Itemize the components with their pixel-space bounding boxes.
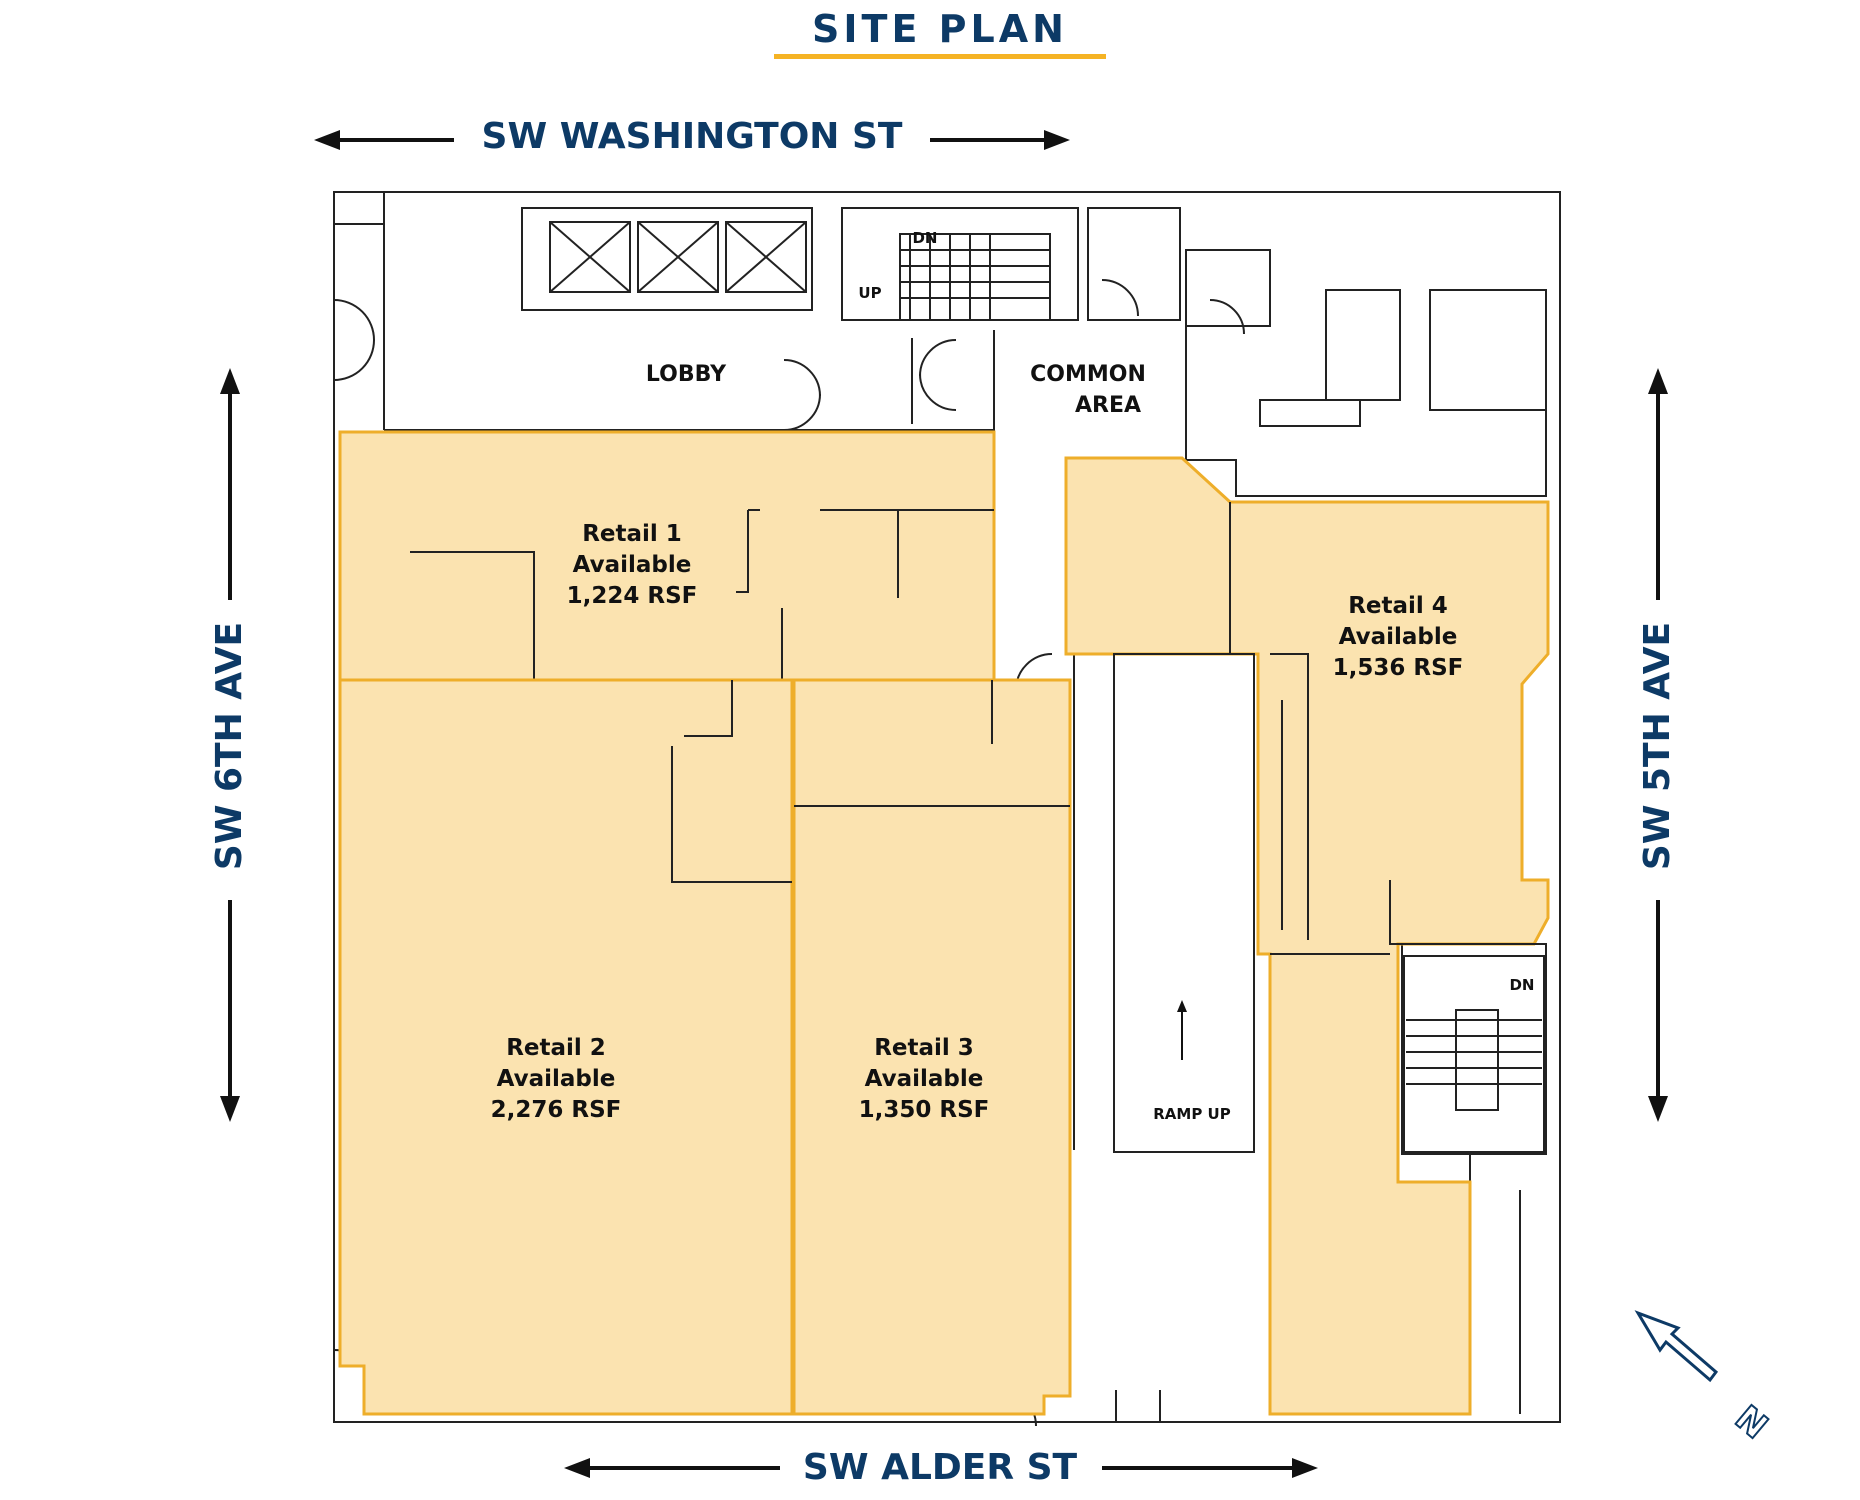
suite-name: Retail 4 [1348, 593, 1448, 619]
arrow-up-icon [220, 368, 240, 600]
suite-status: Available [865, 1066, 984, 1092]
suite-retail-1[interactable]: Retail 1 Available 1,224 RSF [338, 430, 996, 682]
arrow-up-icon [1177, 1000, 1187, 1012]
street-label-6th: SW 6TH AVE [209, 622, 250, 870]
common-area-label-2: AREA [1075, 393, 1141, 418]
compass-n: N [1729, 1396, 1777, 1445]
page-title: SITE PLAN [812, 7, 1068, 51]
arrow-up-icon [1648, 368, 1668, 600]
ramp-label: RAMP UP [1153, 1105, 1230, 1123]
street-label-alder: SW ALDER ST [803, 1447, 1078, 1488]
suite-retail-2[interactable]: Retail 2 Available 2,276 RSF [338, 678, 794, 1416]
arrow-left-icon [564, 1458, 780, 1478]
suite-area: 1,224 RSF [567, 583, 698, 609]
parking-ramp: RAMP UP [1113, 653, 1255, 1153]
suite-retail-4[interactable]: Retail 4 Available 1,536 RSF [1064, 456, 1550, 1416]
arrow-left-icon [314, 130, 454, 150]
street-east: SW 5TH AVE [1637, 368, 1678, 1122]
lobby-label: LOBBY [646, 362, 727, 387]
suite-retail-3[interactable]: Retail 3 Available 1,350 RSF [792, 678, 1072, 1416]
arrow-right-icon [930, 130, 1070, 150]
north-arrow-icon: N [1634, 1310, 1778, 1446]
stair-dn-label: DN [912, 229, 937, 247]
street-south: SW ALDER ST [564, 1447, 1318, 1488]
suite-area: 2,276 RSF [491, 1097, 622, 1123]
street-label-washington: SW WASHINGTON ST [482, 116, 903, 157]
stair-east: DN [1403, 955, 1545, 1153]
arrow-down-icon [1648, 900, 1668, 1122]
stair-dn-label: DN [1509, 976, 1534, 994]
suite-status: Available [1339, 624, 1458, 650]
street-west: SW 6TH AVE [209, 368, 250, 1122]
arrow-down-icon [220, 900, 240, 1122]
street-label-5th: SW 5TH AVE [1637, 622, 1678, 870]
common-area-label-1: COMMON [1030, 362, 1146, 387]
suite-area: 1,350 RSF [859, 1097, 990, 1123]
street-north: SW WASHINGTON ST [314, 116, 1070, 157]
stair-north: DN UP [858, 229, 1051, 424]
suite-area: 1,536 RSF [1333, 655, 1464, 681]
suite-status: Available [573, 552, 692, 578]
elevators [549, 221, 807, 293]
stair-up-label: UP [858, 284, 881, 302]
title-underline [774, 54, 1106, 59]
suite-status: Available [497, 1066, 616, 1092]
suite-name: Retail 2 [506, 1035, 606, 1061]
arrow-right-icon [1102, 1458, 1318, 1478]
building-outline [333, 191, 1561, 1423]
suite-name: Retail 1 [582, 521, 682, 547]
suite-name: Retail 3 [874, 1035, 974, 1061]
